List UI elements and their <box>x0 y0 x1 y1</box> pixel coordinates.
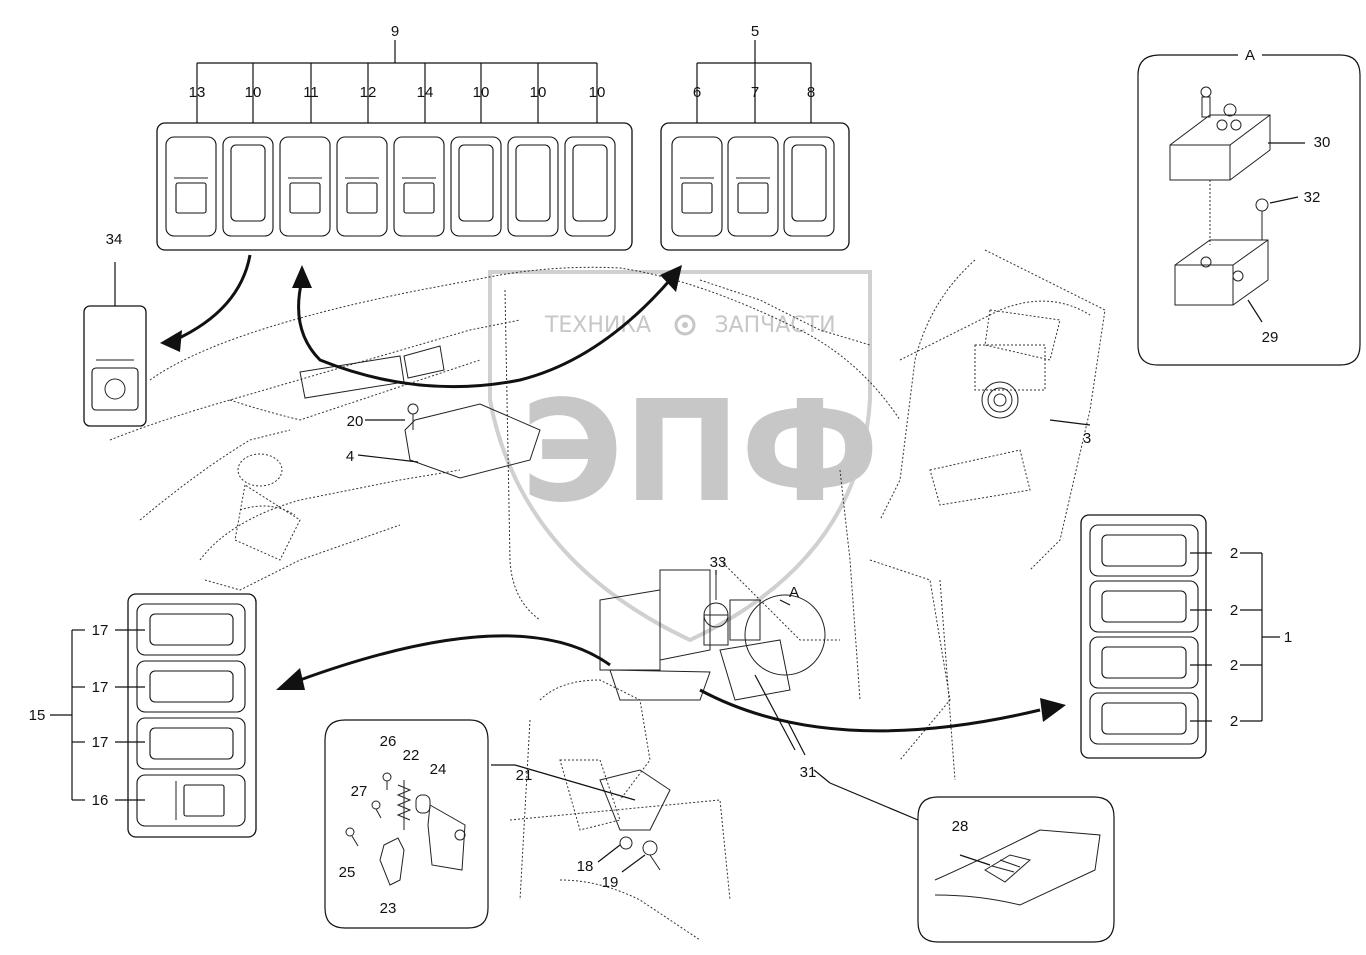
switch-stack-1 <box>1080 514 1280 759</box>
callout-a <box>744 594 826 676</box>
label-8: 8 <box>807 84 815 101</box>
rocker-switch <box>279 136 331 237</box>
label-6: 6 <box>693 84 701 101</box>
label-19: 19 <box>602 874 619 891</box>
label-27: 27 <box>351 783 368 800</box>
label-22: 22 <box>403 747 420 764</box>
rocker-switch <box>1089 636 1199 689</box>
label-24: 24 <box>430 761 447 778</box>
switch-panel-9 <box>156 122 633 251</box>
bracket-5 <box>696 40 812 123</box>
label-23: 23 <box>380 900 397 917</box>
label-detail-a-title: A <box>1245 47 1255 64</box>
label-32: 32 <box>1304 189 1321 206</box>
work-light-icon <box>183 784 225 817</box>
rocker-switch <box>1089 524 1199 577</box>
label-2: 2 <box>1230 545 1238 562</box>
label-3: 3 <box>1083 430 1091 447</box>
wiper-icon <box>737 182 769 214</box>
rocker-switch <box>507 136 559 237</box>
rocker-switch <box>783 136 835 237</box>
label-34: 34 <box>106 231 123 248</box>
rocker-switch <box>671 136 723 237</box>
label-10: 10 <box>530 84 547 101</box>
switch-panel-5 <box>660 122 850 251</box>
label-7: 7 <box>751 84 759 101</box>
rocker-switch <box>136 774 246 827</box>
label-33: 33 <box>710 554 727 571</box>
rocker-switch <box>222 136 274 237</box>
rocker-switch <box>165 136 217 237</box>
switch-symbol-icon <box>289 182 321 214</box>
cab-outline <box>109 249 1106 941</box>
rocker-switch <box>136 660 246 713</box>
label-14: 14 <box>417 84 434 101</box>
label-25: 25 <box>339 864 356 881</box>
switch-stack-15 <box>50 593 257 838</box>
inset-box-28 <box>813 769 1115 943</box>
label-2: 2 <box>1230 657 1238 674</box>
label-20: 20 <box>347 413 364 430</box>
label-26: 26 <box>380 733 397 750</box>
label-1: 1 <box>1284 629 1292 646</box>
label-28: 28 <box>952 818 969 835</box>
label-29: 29 <box>1262 329 1279 346</box>
label-4: 4 <box>346 448 354 465</box>
label-11: 11 <box>303 84 319 101</box>
watermark-text-right: ЗАПЧАСТИ <box>714 313 835 338</box>
rocker-switch <box>1089 580 1199 633</box>
watermark-logo-text: ЭПФ <box>521 371 880 534</box>
label-10: 10 <box>245 84 262 101</box>
switch-34 <box>83 262 147 427</box>
rocker-switch <box>393 136 445 237</box>
label-9: 9 <box>391 23 399 40</box>
label-12: 12 <box>360 84 377 101</box>
label-5: 5 <box>751 23 759 40</box>
leader-lines <box>357 419 1091 873</box>
rocker-switch <box>727 136 779 237</box>
label-17: 17 <box>92 679 109 696</box>
label-31: 31 <box>800 764 817 781</box>
rocker-switch <box>136 717 246 770</box>
label-10: 10 <box>589 84 606 101</box>
detail-a-box <box>1137 54 1361 366</box>
switch-symbol-icon <box>403 182 435 214</box>
gear-icon <box>674 314 696 336</box>
rocker-switch <box>450 136 502 237</box>
switch-symbol-icon <box>346 182 378 214</box>
label-17: 17 <box>92 734 109 751</box>
label-16: 16 <box>92 792 109 809</box>
rocker-switch <box>336 136 388 237</box>
arrows <box>160 254 1066 733</box>
wiper-icon <box>681 182 713 214</box>
rocker-switch <box>1089 692 1199 745</box>
rocker-switch <box>136 603 246 656</box>
switch-symbol-icon <box>175 182 207 214</box>
inset-box-21 <box>324 719 636 929</box>
label-13: 13 <box>189 84 206 101</box>
label-21: 21 <box>516 767 533 784</box>
label-18: 18 <box>577 858 594 875</box>
watermark: ТЕХНИКА ЗАПЧАСТИ ЭПФ <box>488 270 880 643</box>
console-center <box>299 345 1019 871</box>
label-17: 17 <box>92 622 109 639</box>
label-2: 2 <box>1230 713 1238 730</box>
label-30: 30 <box>1314 134 1331 151</box>
label-2: 2 <box>1230 602 1238 619</box>
label-15: 15 <box>29 707 46 724</box>
label-10: 10 <box>473 84 490 101</box>
rocker-switch <box>564 136 616 237</box>
bracket-9 <box>196 40 598 123</box>
label-detail-a-pointer: A <box>789 584 799 601</box>
callout-labels: 9 13 10 11 12 14 10 10 10 5 6 7 8 A 30 3… <box>29 23 1331 917</box>
